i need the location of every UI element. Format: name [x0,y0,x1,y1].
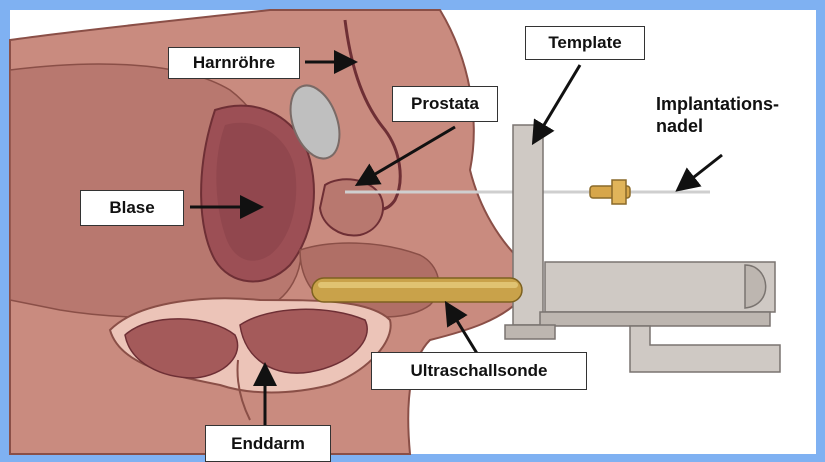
label-template: Template [525,26,645,60]
label-template-text: Template [548,33,621,53]
label-implantationsnadel: Implantations- nadel [656,93,816,137]
prostate-organ [320,179,383,235]
label-prostata-text: Prostata [411,94,479,114]
label-blase-text: Blase [109,198,154,218]
needle-grip [612,180,626,204]
label-harnroehre-text: Harnröhre [193,53,275,73]
label-ultraschallsonde-text: Ultraschallsonde [411,361,548,381]
label-implantation-line2: nadel [656,115,816,137]
label-ultraschallsonde: Ultraschallsonde [371,352,587,390]
ultrasound-probe [312,278,522,302]
stepper-body [545,262,775,312]
label-harnroehre: Harnröhre [168,47,300,79]
ultrasound-probe-highlight [318,282,518,288]
stepper-foot [505,325,555,339]
stepper-rail [540,312,770,326]
label-prostata: Prostata [392,86,498,122]
label-enddarm: Enddarm [205,425,331,462]
label-blase: Blase [80,190,184,226]
label-enddarm-text: Enddarm [231,434,305,454]
label-implantation-line1: Implantations- [656,93,816,115]
